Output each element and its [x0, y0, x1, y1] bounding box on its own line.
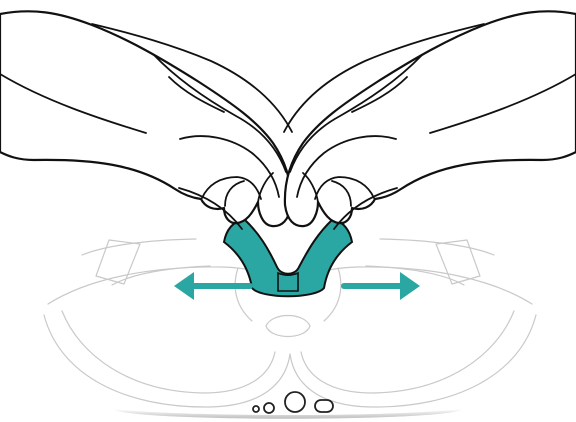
- left-hand: [0, 11, 292, 229]
- sensor-dot-small: [253, 406, 259, 412]
- arrow-right-icon: [344, 272, 420, 300]
- camera-lens: [285, 392, 305, 412]
- right-hand: [284, 11, 576, 229]
- sensor-dot-medium: [264, 403, 274, 413]
- arrow-left-icon: [174, 272, 250, 300]
- headset-frame: [44, 239, 536, 419]
- depth-sensor: [315, 400, 333, 412]
